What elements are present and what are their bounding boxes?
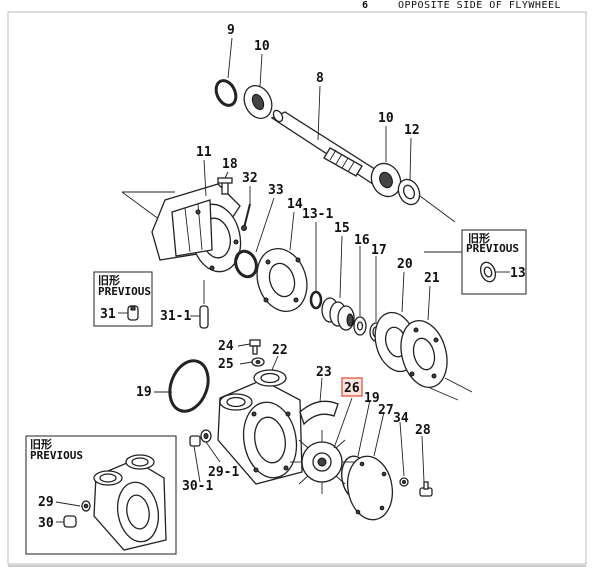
guide-line [121, 191, 161, 221]
label-31: 31 [100, 307, 116, 322]
page-title: OPPOSITE SIDE OF FLYWHEEL [398, 0, 561, 11]
label-10-left: 10 [254, 39, 270, 54]
label-12: 12 [404, 123, 420, 138]
label-18: 18 [222, 157, 238, 172]
bearing-10-left [243, 84, 273, 120]
label-27: 27 [378, 403, 394, 418]
plate-21 [400, 320, 448, 388]
label-14: 14 [287, 197, 303, 212]
label-8: 8 [316, 71, 324, 86]
label-10-right: 10 [378, 111, 394, 126]
label-17: 17 [371, 243, 387, 258]
old-type-label-2: 旧形 [98, 274, 120, 287]
highlight-part-26 [341, 377, 363, 397]
washer-29-1 [200, 429, 212, 443]
previous-label: PREVIOUS [466, 242, 519, 255]
guide-line [444, 377, 473, 393]
leader-lines [154, 37, 431, 483]
label-25: 25 [218, 357, 234, 372]
previous-label-3: PREVIOUS [30, 449, 83, 462]
o-ring-13-1 [309, 290, 323, 310]
inset-previous-pump: 旧形 PREVIOUS [25, 435, 177, 555]
label-9: 9 [227, 23, 235, 38]
drain-plug-30-1 [189, 435, 201, 447]
guide-line [419, 195, 456, 223]
o-ring-33 [234, 249, 258, 279]
label-22: 22 [272, 343, 288, 358]
screw-24 [249, 339, 261, 355]
label-21: 21 [424, 271, 440, 286]
impeller-26 [290, 430, 354, 494]
bolt-28 [419, 481, 433, 497]
label-19: 19 [136, 385, 152, 400]
mechanical-seal-15 [321, 297, 355, 331]
label-30: 30 [38, 516, 54, 531]
inset-previous-31: 旧形 PREVIOUS [93, 271, 153, 327]
label-11: 11 [196, 145, 212, 160]
pin-32 [241, 203, 251, 231]
label-13-1: 13-1 [302, 207, 333, 222]
label-16: 16 [354, 233, 370, 248]
label-29: 29 [38, 495, 54, 510]
previous-label-2: PREVIOUS [98, 285, 151, 298]
bearing-10-right [370, 162, 402, 198]
o-ring-19 [168, 359, 210, 413]
washer-16 [353, 316, 367, 336]
label-19-lower: 19 [364, 391, 380, 406]
bearing-housing-11 [151, 183, 242, 273]
pump-body-22 [217, 369, 303, 485]
page-frame [7, 11, 587, 565]
wear-plate-23 [299, 400, 339, 426]
label-30-1: 30-1 [182, 479, 213, 494]
page-number: 6 [362, 0, 369, 11]
snap-ring-9 [214, 79, 238, 107]
pin-31-1 [190, 280, 209, 329]
inset-previous-13: 旧形 PREVIOUS [424, 229, 527, 295]
clip-34 [399, 477, 409, 487]
part-number-labels: 9 10 8 10 12 11 18 32 33 14 13-1 15 16 1… [38, 23, 526, 531]
label-32: 32 [242, 171, 258, 186]
label-29-1: 29-1 [208, 465, 239, 480]
cover-plate-14 [256, 248, 308, 312]
seal-12 [397, 178, 421, 206]
label-15: 15 [334, 221, 350, 236]
label-24: 24 [218, 339, 234, 354]
label-28: 28 [415, 423, 431, 438]
washer-25 [251, 357, 265, 367]
label-23: 23 [316, 365, 332, 380]
label-13: 13 [510, 266, 526, 281]
guide-line [429, 387, 459, 401]
old-type-label-3: 旧形 [30, 438, 52, 451]
label-33: 33 [268, 183, 284, 198]
label-34: 34 [393, 411, 409, 426]
cover-plate-27 [346, 455, 394, 521]
old-type-label: 旧形 [468, 232, 490, 245]
label-31-1: 31-1 [160, 309, 191, 324]
label-26: 26 [344, 381, 360, 396]
label-20: 20 [397, 257, 413, 272]
